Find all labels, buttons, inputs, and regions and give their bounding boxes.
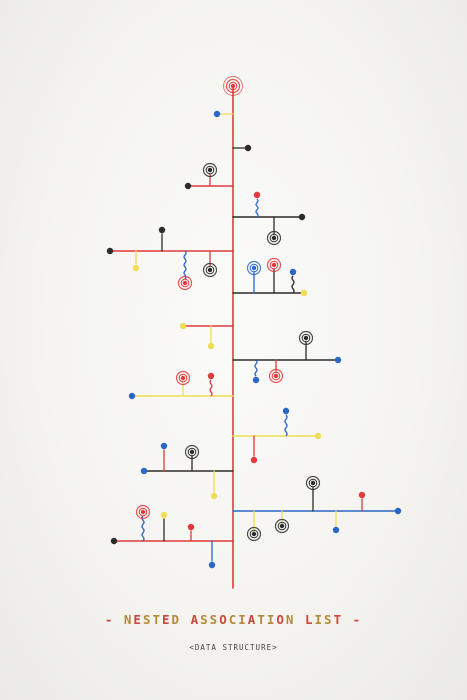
ornament-node-ring-inner (178, 373, 188, 383)
ornament-node (279, 523, 285, 529)
ornament-node-ring (135, 504, 151, 520)
ornament-node (251, 265, 257, 271)
ornament-node (207, 372, 215, 380)
leaf-node (213, 110, 221, 118)
leaf-node (244, 144, 252, 152)
ornament-node (208, 561, 216, 569)
root-node (230, 83, 236, 89)
ornament-stem (291, 275, 295, 294)
root-node-ring (225, 78, 241, 94)
ornament-node (207, 342, 215, 350)
ornament-node-ring (202, 162, 218, 178)
ornament-node (358, 491, 366, 499)
ornament-stem (183, 250, 187, 280)
ornament-node-ring-inner (205, 165, 215, 175)
ornament-node-ring (305, 475, 321, 491)
ornament-node-ring-inner (138, 507, 148, 517)
poster-subtitle: <DATA STRUCTURE> (189, 643, 278, 652)
ornament-node (251, 531, 257, 537)
ornament-node-ring (274, 518, 290, 534)
branch-tip-node (300, 289, 308, 297)
branch-tip-node (314, 432, 322, 440)
poster-title: - NESTED ASSOCIATION LIST - (104, 612, 363, 627)
ornament-node (160, 442, 168, 450)
ornament-node-ring-inner (308, 478, 318, 488)
branch-tip-node (334, 356, 342, 364)
ornament-stem (255, 198, 259, 218)
ornament-node-ring (175, 370, 191, 386)
root-node-ring-inner (228, 81, 238, 91)
ornament-node-ring-inner (269, 260, 279, 270)
branch-tip-node (110, 537, 118, 545)
ornament-node (207, 167, 213, 173)
ornament-node-ring (266, 230, 282, 246)
ornament-node (289, 268, 297, 276)
ornament-stem (254, 359, 258, 377)
ornament-node (332, 526, 340, 534)
ornament-stem (209, 379, 213, 397)
ornament-node-ring (298, 330, 314, 346)
ornament-node (132, 264, 140, 272)
ornament-node (282, 407, 290, 415)
branch-tip-node (394, 507, 402, 515)
ornament-node-ring (202, 262, 218, 278)
ornament-node (180, 375, 186, 381)
ornament-node (189, 449, 195, 455)
ornament-node-ring-inner (301, 333, 311, 343)
ornament-node (210, 492, 218, 500)
ornament-node-ring-inner (269, 233, 279, 243)
ornament-node-ring-inner (205, 265, 215, 275)
ornament-node (253, 191, 261, 199)
branch-tip-node (106, 247, 114, 255)
ornament-node-ring (177, 275, 193, 291)
ornament-node-ring (184, 444, 200, 460)
ornament-stem (141, 515, 145, 542)
ornament-node-ring-inner (249, 263, 259, 273)
ornament-node-ring-inner (277, 521, 287, 531)
ornament-node-ring-inner (187, 447, 197, 457)
ornament-node (252, 376, 260, 384)
ornament-node-ring-inner (180, 278, 190, 288)
ornament-node (140, 509, 146, 515)
branch-tip-node (128, 392, 136, 400)
ornament-node (187, 523, 195, 531)
branch-tip-node (184, 182, 192, 190)
ornament-node-ring-inner (271, 371, 281, 381)
ornament-node (310, 480, 316, 486)
ornament-node-ring (246, 260, 262, 276)
ornament-node-ring (268, 368, 284, 384)
ornament-node (303, 335, 309, 341)
ornament-node-ring (266, 257, 282, 273)
ornament-node (207, 267, 213, 273)
branch-tip-node (179, 322, 187, 330)
ornament-stem (284, 414, 288, 437)
ornament-node (271, 262, 277, 268)
ornament-node (273, 373, 279, 379)
ornament-node (271, 235, 277, 241)
ornament-node (158, 226, 166, 234)
ornament-node (160, 511, 168, 519)
ornament-node-ring (246, 526, 262, 542)
root-node-outer-ring (223, 76, 243, 96)
ornament-node (182, 280, 188, 286)
branch-tip-node (298, 213, 306, 221)
ornament-node (250, 456, 258, 464)
ornament-node-ring-inner (249, 529, 259, 539)
branch-tip-node (140, 467, 148, 475)
